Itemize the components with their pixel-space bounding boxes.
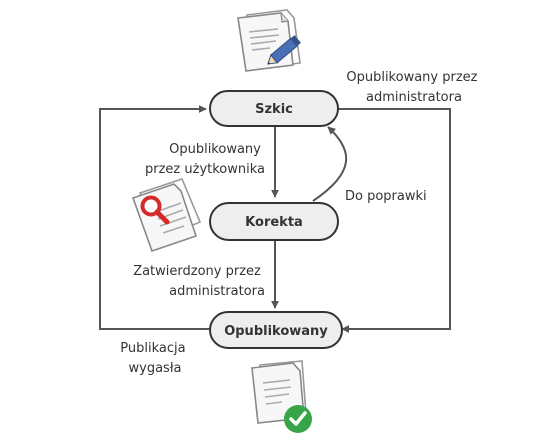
state-node-draft: Szkic [209,90,339,127]
state-label-draft: Szkic [255,102,293,117]
label-admin-publish: Opublikowany przez administratora [346,70,481,105]
edge-draft-to-published-admin [338,108,451,333]
document-approved-icon [251,360,312,433]
state-label-published: Opublikowany [224,324,328,339]
label-expired: Publikacja wygasła [120,341,189,376]
label-approved: Zatwierdzony przez administratora [133,264,265,299]
document-edit-icon [237,9,301,72]
label-rework: Do poprawki [345,189,427,204]
label-user-publish: Opublikowany przez użytkownika [145,142,265,177]
edge-published-to-draft-expired [99,105,210,330]
state-node-review: Korekta [209,202,339,241]
document-search-icon [131,178,202,253]
edge-review-to-draft [312,126,348,202]
state-label-review: Korekta [245,215,303,230]
state-node-published: Opublikowany [209,311,343,349]
